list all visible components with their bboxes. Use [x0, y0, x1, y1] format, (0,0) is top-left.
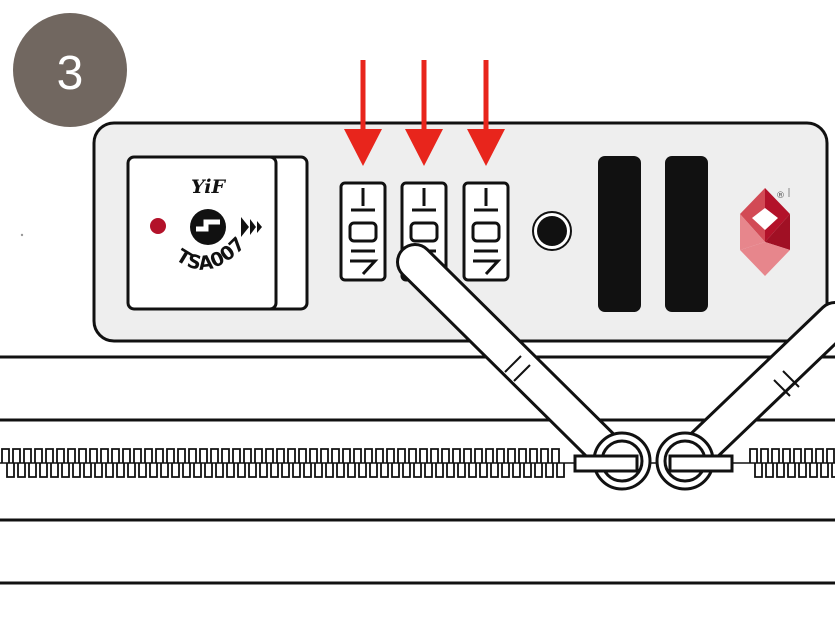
case-body-lines: [0, 355, 835, 585]
tsa-key-section: YiF TSA007: [126, 155, 309, 311]
down-arrow-icon: [405, 60, 443, 166]
zipper-tape: [0, 448, 835, 478]
combination-dial[interactable]: [462, 181, 510, 282]
speck: [20, 233, 24, 237]
zipper-slot-right: [665, 156, 708, 312]
zipper-slot-left: [598, 156, 641, 312]
down-arrow-icon: [344, 60, 382, 166]
combination-dial[interactable]: [339, 181, 387, 282]
zipper-pull-right[interactable]: [655, 301, 835, 491]
step-badge: 3: [13, 13, 127, 127]
step-number: 3: [57, 47, 84, 100]
down-arrow-icon: [467, 60, 505, 166]
release-button[interactable]: [532, 211, 572, 251]
registered-mark: ®: [776, 191, 785, 201]
brand-diamond-logo-icon: ®: [740, 188, 790, 276]
brand-label: YiF: [191, 176, 226, 198]
indicator-dot: [150, 218, 166, 234]
tsa-key-icon: [190, 209, 262, 245]
zipper-pull-left[interactable]: [396, 243, 652, 491]
arrow-group: [344, 60, 505, 166]
